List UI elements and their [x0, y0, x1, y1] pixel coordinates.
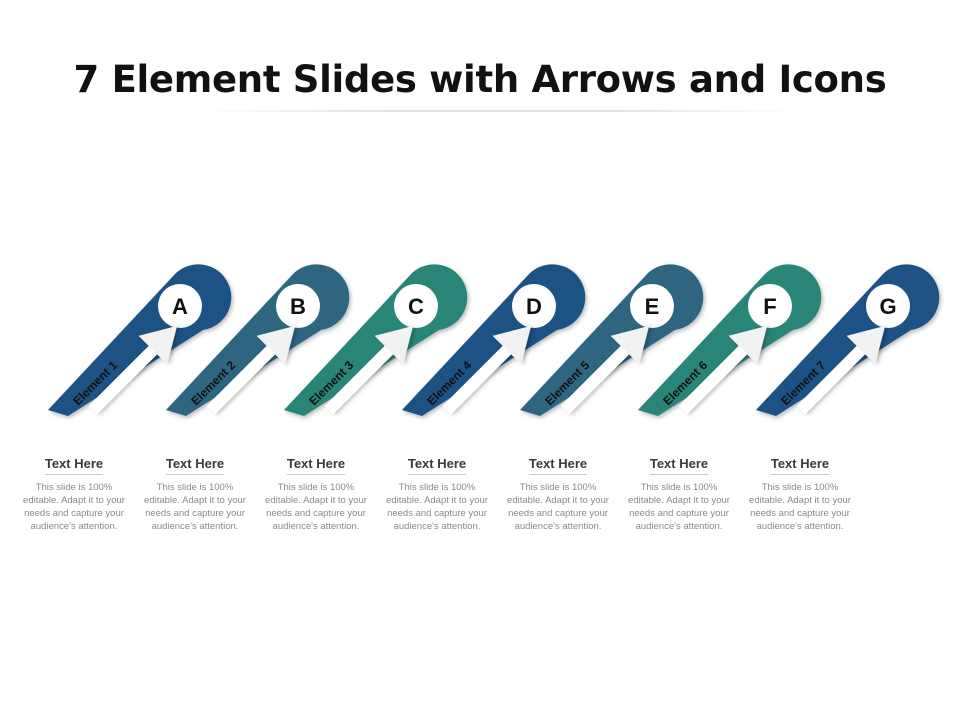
column-body-line: This slide is 100% [519, 482, 597, 493]
column-body-line: audience's attention. [635, 521, 723, 532]
arrow-icon [678, 326, 767, 415]
column-body-line: editable. Adapt it to your [23, 495, 125, 506]
column-body: This slide is 100% editable. Adapt it to … [139, 481, 251, 533]
column-heading: Text Here [528, 456, 588, 475]
column-body: This slide is 100% editable. Adapt it to … [18, 481, 130, 533]
column-body-line: needs and capture your [508, 508, 608, 519]
column-heading: Text Here [649, 456, 709, 475]
letter-circle [276, 284, 320, 328]
column-body-line: This slide is 100% [398, 482, 476, 493]
column-heading: Text Here [286, 456, 346, 475]
title-divider [200, 110, 800, 112]
column-body-line: audience's attention. [756, 521, 844, 532]
letter-circle [748, 284, 792, 328]
column-body-line: needs and capture your [24, 508, 124, 519]
column-body-line: audience's attention. [393, 521, 481, 532]
column-body-line: editable. Adapt it to your [144, 495, 246, 506]
column-body-line: needs and capture your [145, 508, 245, 519]
arrow-icon [206, 326, 295, 415]
arrow-icon [796, 326, 885, 415]
letter-circle [866, 284, 910, 328]
letter-circle [630, 284, 674, 328]
column-body-line: needs and capture your [750, 508, 850, 519]
column-body-line: audience's attention. [30, 521, 118, 532]
column-heading: Text Here [44, 456, 104, 475]
column-body-line: editable. Adapt it to your [628, 495, 730, 506]
column-body-line: audience's attention. [272, 521, 360, 532]
element-letter: B [290, 294, 306, 319]
column-body: This slide is 100% editable. Adapt it to … [744, 481, 856, 533]
column-heading: Text Here [407, 456, 467, 475]
arrow-icon [442, 326, 531, 415]
column-body-line: needs and capture your [629, 508, 729, 519]
element-letter: D [526, 294, 542, 319]
column-body-line: editable. Adapt it to your [507, 495, 609, 506]
letter-circle [158, 284, 202, 328]
column-body: This slide is 100% editable. Adapt it to … [260, 481, 372, 533]
column-body-line: editable. Adapt it to your [749, 495, 851, 506]
column-body-line: This slide is 100% [156, 482, 234, 493]
column-body-line: This slide is 100% [761, 482, 839, 493]
slide-title: 7 Element Slides with Arrows and Icons [73, 58, 887, 101]
column-body-line: This slide is 100% [277, 482, 355, 493]
arrow-icon [560, 326, 649, 415]
letter-circle [394, 284, 438, 328]
column-body-line: editable. Adapt it to your [265, 495, 367, 506]
column-body-line: audience's attention. [151, 521, 239, 532]
column-body: This slide is 100% editable. Adapt it to … [381, 481, 493, 533]
element-letter: G [879, 294, 896, 319]
column-body: This slide is 100% editable. Adapt it to … [623, 481, 735, 533]
column-heading: Text Here [165, 456, 225, 475]
column-body: This slide is 100% editable. Adapt it to … [502, 481, 614, 533]
element-letter: A [172, 294, 188, 319]
column-heading: Text Here [770, 456, 830, 475]
column-body-line: editable. Adapt it to your [386, 495, 488, 506]
element-letter: E [645, 294, 660, 319]
column-body-line: needs and capture your [387, 508, 487, 519]
arrow-icon [324, 326, 413, 415]
arrow-icon [88, 326, 177, 415]
element-letter: F [763, 294, 776, 319]
column-body-line: This slide is 100% [640, 482, 718, 493]
column-body-line: audience's attention. [514, 521, 602, 532]
letter-circle [512, 284, 556, 328]
column-body-line: needs and capture your [266, 508, 366, 519]
element-letter: C [408, 294, 424, 319]
column-body-line: This slide is 100% [35, 482, 113, 493]
